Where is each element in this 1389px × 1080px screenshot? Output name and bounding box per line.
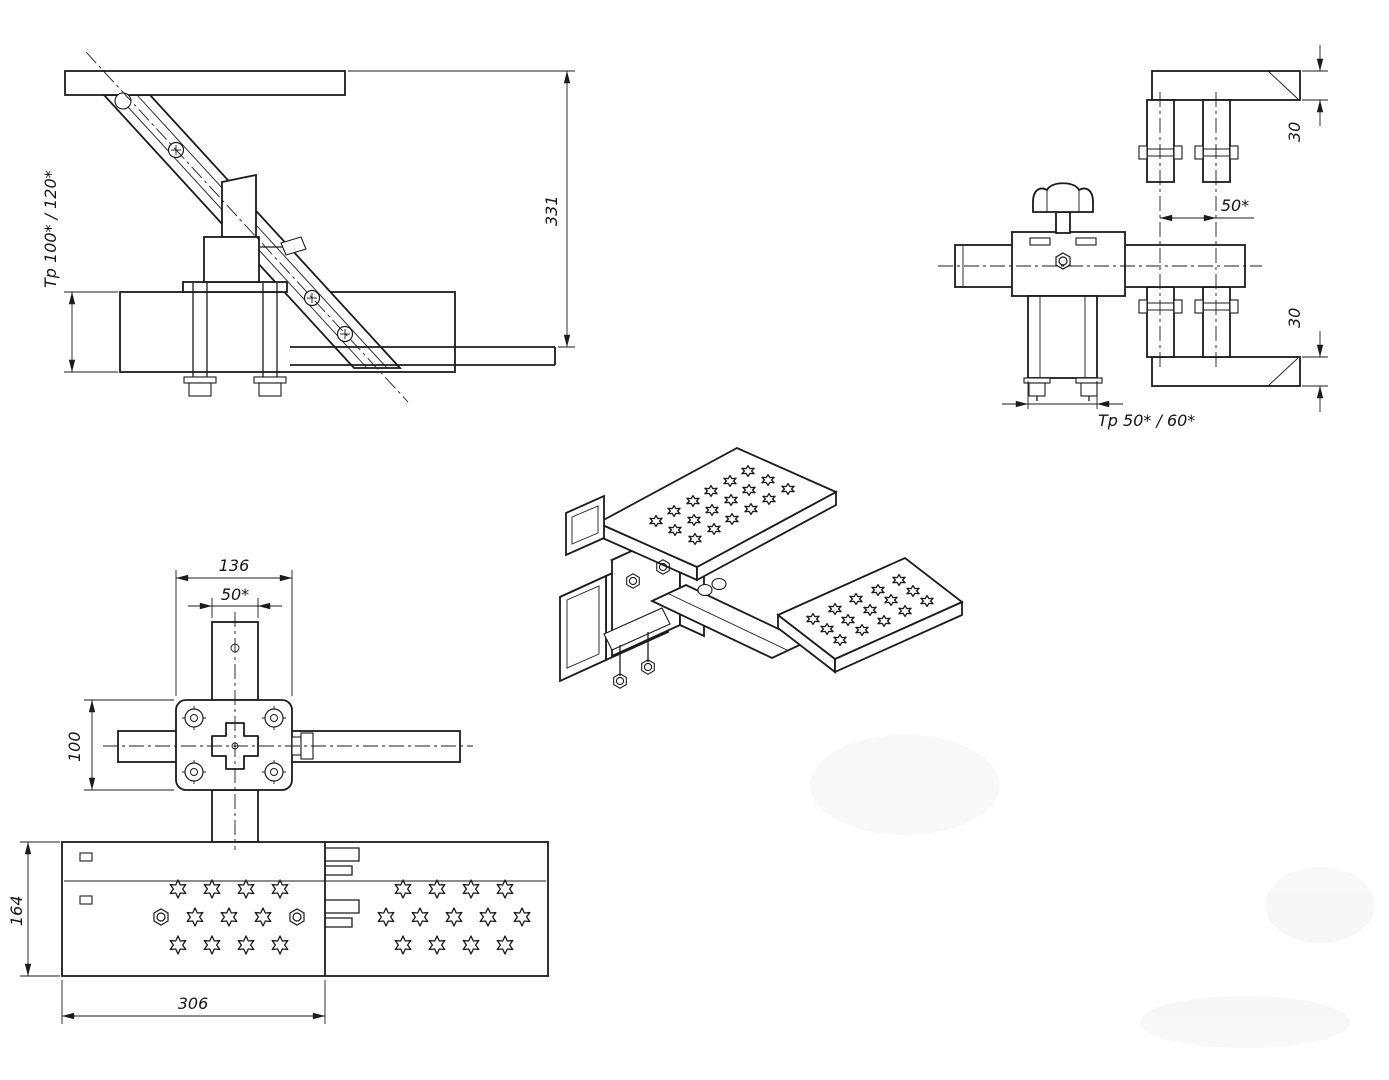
star-knob xyxy=(1032,182,1094,234)
top-step-edge xyxy=(1151,70,1301,101)
iso-strap-bolts xyxy=(603,607,671,689)
dim-label-30-top: 30 xyxy=(1285,122,1304,142)
lower-strap-pair xyxy=(1138,286,1239,358)
dim-label-tube-side: Тр 100* / 120* xyxy=(41,170,60,288)
lower-step-plate-side xyxy=(290,346,556,366)
view-plan: 136 50* 100 164 30 xyxy=(7,556,549,1024)
dim-label-136: 136 xyxy=(219,556,250,575)
clamp-strap-left xyxy=(183,283,217,397)
vertical-tube-upper xyxy=(211,621,259,701)
dim-label-30-bottom: 30 xyxy=(1285,308,1304,328)
dimension-50-tube: 50* xyxy=(188,585,282,618)
dim-label-331: 331 xyxy=(542,195,561,226)
plate-bolt xyxy=(114,92,132,110)
dimension-tube-100-120: Тр 100* / 120* xyxy=(41,170,118,373)
bottom-step-edge xyxy=(1151,356,1301,387)
clamp-strap-right xyxy=(253,283,287,397)
iso-lower-step xyxy=(776,556,964,674)
clamp-block-side xyxy=(203,236,260,283)
dimension-164: 164 xyxy=(7,841,60,977)
view-front: 30 50* 30 Тр 50* / 60* xyxy=(938,45,1328,430)
dimension-50-gap: 50* xyxy=(1160,196,1254,222)
dim-label-50-tube: 50* xyxy=(221,585,249,604)
iso-upper-step xyxy=(595,446,839,582)
dimension-306: 306 xyxy=(61,980,326,1024)
star-knob-side xyxy=(256,236,307,256)
dim-label-tube-front: Тр 50* / 60* xyxy=(1098,411,1195,430)
strut-centerline xyxy=(85,51,409,403)
iso-clamp-bolts xyxy=(626,559,727,597)
dimension-331: 331 xyxy=(348,70,575,348)
step-plate-plan xyxy=(61,841,549,977)
receiver-tube-side xyxy=(119,291,456,373)
dim-label-164: 164 xyxy=(7,895,26,926)
background-artifacts xyxy=(810,735,1375,1048)
clamp-body xyxy=(1011,231,1126,297)
clamp-base-plate xyxy=(182,281,288,293)
top-step-plate-side xyxy=(64,70,346,96)
dimension-30-top: 30 xyxy=(1285,45,1328,142)
dimension-30-bottom: 30 xyxy=(1285,308,1328,412)
vertical-tube-front xyxy=(1023,295,1103,401)
dim-label-306: 306 xyxy=(178,994,209,1013)
dimension-tube-50-60: Тр 50* / 60* xyxy=(1002,381,1195,430)
view-isometric xyxy=(559,446,964,689)
dimension-100: 100 xyxy=(65,699,174,791)
dim-label-50-gap: 50* xyxy=(1221,196,1249,215)
iso-bracket-stub xyxy=(565,494,605,557)
dim-label-100: 100 xyxy=(65,731,84,762)
upper-strap-pair xyxy=(1138,99,1239,183)
dimension-136: 136 xyxy=(175,556,293,696)
iso-tube-end xyxy=(559,574,607,683)
view-side-elevation: 331 Тр 100* / 120* xyxy=(41,51,575,403)
